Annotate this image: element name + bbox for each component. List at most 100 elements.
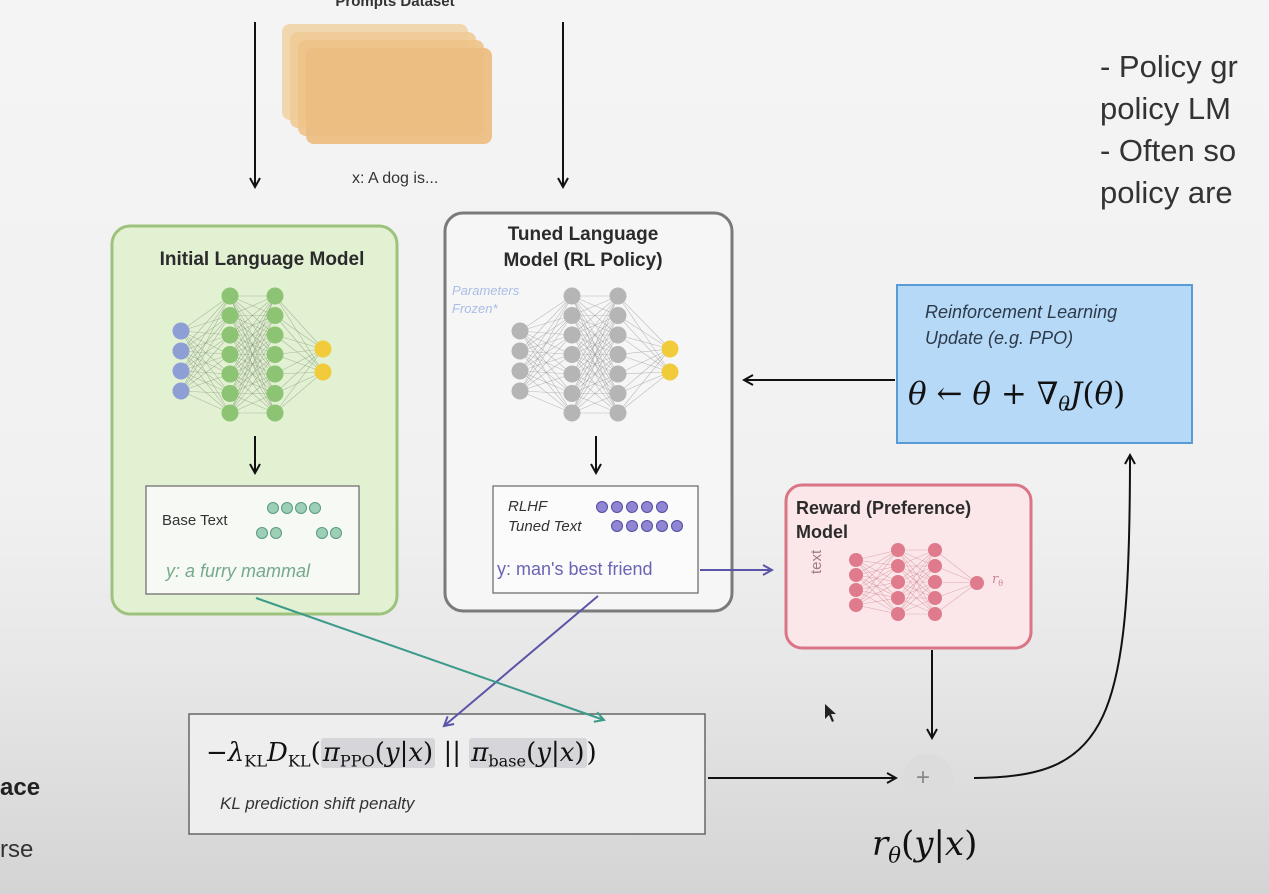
kl-penalty-box bbox=[188, 713, 706, 835]
initial-output-box bbox=[145, 485, 360, 595]
network-node bbox=[609, 287, 627, 305]
network-node bbox=[221, 365, 239, 383]
tuned-model-title-line2: Model (RL Policy) bbox=[503, 250, 663, 271]
base-text-label: Base Text bbox=[162, 512, 228, 529]
side-bullets: - Policy gr policy LM - Often so policy … bbox=[1100, 46, 1238, 214]
network-node bbox=[609, 404, 627, 422]
rl-update-title-line2: Update (e.g. PPO) bbox=[925, 328, 1074, 348]
network-node bbox=[266, 404, 284, 422]
frozen-note-line2: Frozen* bbox=[452, 301, 498, 316]
reward-model-title-line1: Reward (Preference) bbox=[796, 498, 972, 518]
network-node bbox=[563, 385, 581, 402]
network-node bbox=[849, 598, 863, 612]
network-node bbox=[661, 340, 679, 358]
network-node bbox=[609, 385, 627, 402]
prompt-example: x: A dog is... bbox=[352, 170, 438, 188]
network-node bbox=[172, 322, 190, 340]
network-node bbox=[221, 307, 239, 324]
reward-model-network bbox=[849, 543, 984, 621]
network-node bbox=[563, 307, 581, 324]
dataset-title: Prompts Dataset bbox=[335, 0, 455, 10]
network-node bbox=[970, 576, 984, 590]
network-node bbox=[928, 559, 942, 573]
network-node bbox=[266, 287, 284, 305]
network-node bbox=[891, 559, 905, 573]
network-node bbox=[563, 365, 581, 383]
network-node bbox=[849, 568, 863, 582]
initial-model-title: Initial Language Model bbox=[159, 249, 365, 270]
side-text-line1: - Policy gr bbox=[1100, 49, 1238, 84]
network-node bbox=[563, 287, 581, 305]
reward-formula: rθ(y|x) bbox=[872, 824, 978, 868]
rl-update-title-line1: Reinforcement Learning bbox=[925, 302, 1118, 322]
network-node bbox=[891, 543, 905, 557]
sum-symbol: + bbox=[916, 764, 931, 791]
kl-penalty-caption: KL prediction shift penalty bbox=[220, 794, 415, 813]
reward-output-label: rθ bbox=[992, 572, 1004, 588]
arrow-tuned-to-kl bbox=[444, 595, 599, 726]
reward-model-title-line2: Model bbox=[796, 522, 848, 542]
prompt-example-text: x: A dog is... bbox=[352, 170, 439, 187]
network-node bbox=[511, 322, 529, 340]
reward-model-box bbox=[784, 483, 1033, 650]
left-cut-word-2: rse bbox=[0, 836, 34, 863]
rl-update-title: Reinforcement Learning Update (e.g. PPO) bbox=[925, 299, 1117, 351]
arrow-initial-to-kl bbox=[255, 597, 604, 720]
network-node bbox=[172, 342, 190, 360]
prompts-dataset-stack bbox=[282, 24, 492, 144]
network-node bbox=[891, 591, 905, 605]
network-node bbox=[928, 607, 942, 621]
kl-penalty-equation: −λKLDKL(πPPO(y|x) || πbase(y|x)) bbox=[206, 738, 597, 771]
network-node bbox=[609, 307, 627, 324]
arrow-sum-to-rl bbox=[973, 455, 1130, 779]
network-node bbox=[609, 365, 627, 383]
network-node bbox=[563, 404, 581, 422]
network-node bbox=[891, 607, 905, 621]
network-node bbox=[609, 326, 627, 344]
network-node bbox=[511, 362, 529, 380]
left-cut-word-1: ace bbox=[0, 774, 41, 801]
tuned-model-network bbox=[511, 287, 679, 422]
reward-input-label: text bbox=[808, 549, 825, 574]
side-text-line2: policy LM bbox=[1100, 91, 1231, 126]
network-node bbox=[221, 404, 239, 422]
network-node bbox=[928, 591, 942, 605]
rlhf-label-line1: RLHF bbox=[508, 498, 548, 515]
network-node bbox=[266, 326, 284, 344]
initial-model-network bbox=[172, 287, 332, 422]
network-node bbox=[928, 575, 942, 589]
network-node bbox=[511, 342, 529, 360]
tuned-output-text-value: y: man's best friend bbox=[497, 559, 653, 579]
network-node bbox=[661, 363, 679, 381]
network-node bbox=[172, 382, 190, 400]
network-node bbox=[221, 346, 239, 363]
tuned-output-text: y: man's best friend bbox=[497, 559, 653, 580]
side-text-line4: policy are bbox=[1100, 175, 1233, 210]
network-node bbox=[928, 543, 942, 557]
side-text-line3: - Often so bbox=[1100, 133, 1237, 168]
network-node bbox=[314, 363, 332, 381]
network-node bbox=[221, 287, 239, 305]
rlhf-label-line2: Tuned Text bbox=[508, 518, 582, 535]
base-text-token-icons bbox=[256, 502, 342, 539]
rl-update-box bbox=[896, 284, 1193, 444]
frozen-note-line1: Parameters bbox=[452, 283, 520, 298]
network-node bbox=[221, 385, 239, 402]
mouse-cursor-icon bbox=[825, 704, 836, 722]
network-node bbox=[221, 326, 239, 344]
network-node bbox=[172, 362, 190, 380]
network-node bbox=[849, 553, 863, 567]
network-node bbox=[511, 382, 529, 400]
network-node bbox=[849, 583, 863, 597]
reward-model-title: Reward (Preference) Model bbox=[796, 496, 971, 544]
rl-update-equation: θ ← θ + ∇θJ(θ) bbox=[908, 376, 1126, 416]
network-node bbox=[266, 307, 284, 324]
network-node bbox=[609, 346, 627, 363]
network-node bbox=[563, 346, 581, 363]
tuned-text-token-icons bbox=[596, 501, 683, 532]
sum-node bbox=[902, 754, 954, 806]
initial-output-text: y: a furry mammal bbox=[166, 561, 311, 581]
tuned-model-title-line1: Tuned Language bbox=[507, 224, 659, 245]
network-node bbox=[314, 340, 332, 358]
